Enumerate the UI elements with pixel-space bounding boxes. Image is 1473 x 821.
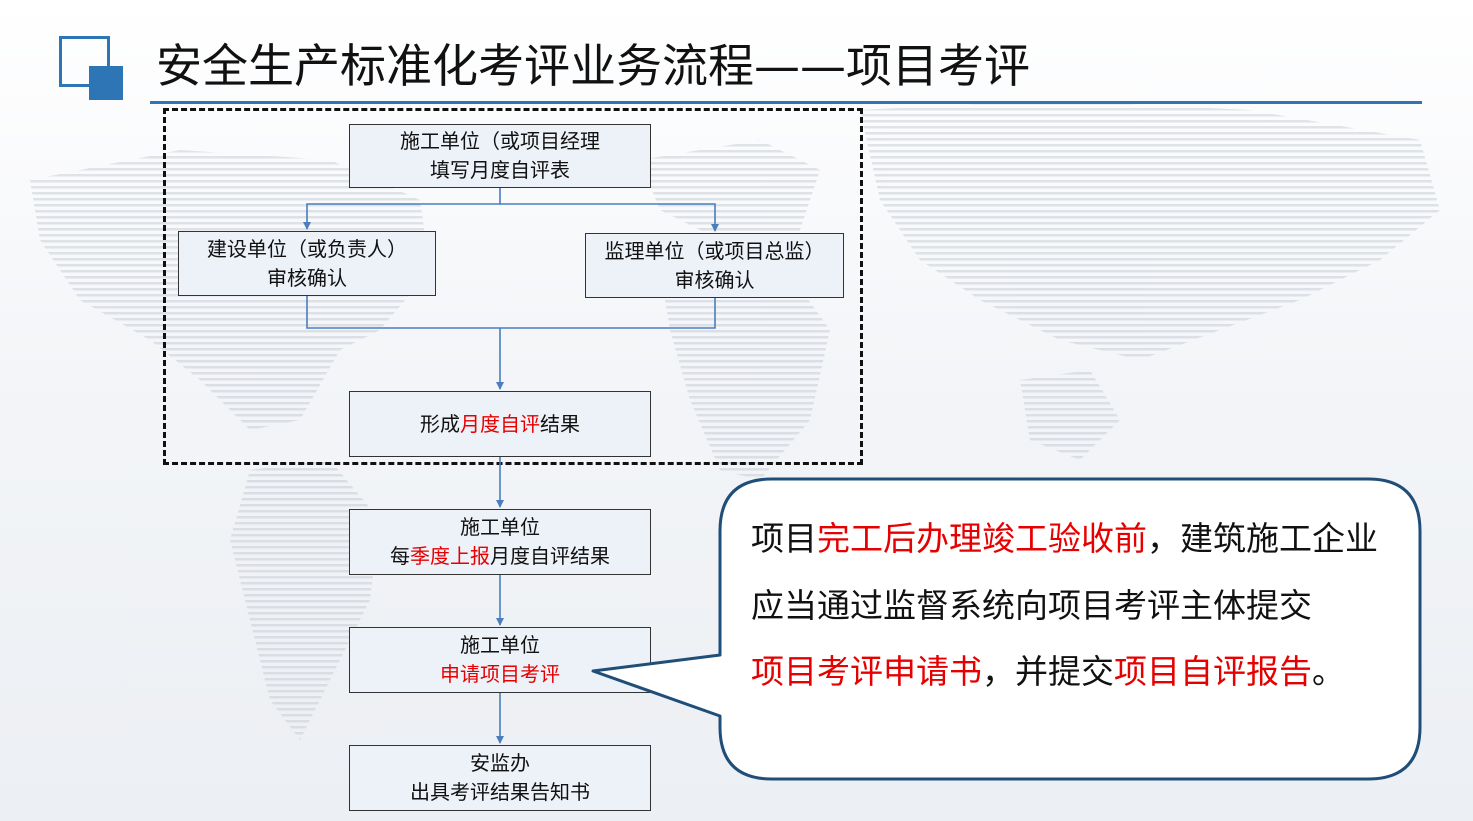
fill-form-line1: 施工单位（或项目经理 bbox=[400, 129, 600, 153]
supervisor-review-line1: 监理单位（或项目总监） bbox=[604, 238, 825, 263]
callout-s2: 完工后办理竣工验收前 bbox=[817, 519, 1147, 558]
issue-notice-line2: 出具考评结果告知书 bbox=[410, 780, 590, 804]
quarterly-report-box: 施工单位 每季度上报月度自评结果 bbox=[349, 509, 651, 575]
monthly-result-box: 形成月度自评结果 bbox=[349, 391, 651, 457]
fill-form-line2: 填写月度自评表 bbox=[430, 158, 570, 182]
callout-s4: 项目考评申请书 bbox=[751, 652, 982, 691]
callout-s7: 。 bbox=[1312, 652, 1345, 691]
issue-notice-line1: 安监办 bbox=[470, 751, 530, 775]
builder-review-line2: 审核确认 bbox=[267, 265, 347, 290]
monthly-self-review-group bbox=[163, 108, 863, 465]
monthly-result-highlight: 月度自评 bbox=[460, 411, 540, 436]
fill-monthly-form-box: 施工单位（或项目经理 填写月度自评表 bbox=[349, 124, 651, 188]
supervisor-review-line2: 审核确认 bbox=[674, 267, 755, 292]
page-title: 安全生产标准化考评业务流程——项目考评 bbox=[156, 39, 1030, 93]
quarterly-report-highlight: 季度上报 bbox=[410, 544, 490, 568]
quarterly-report-pre: 每 bbox=[390, 544, 410, 568]
quarterly-report-post: 月度自评结果 bbox=[490, 544, 610, 568]
monthly-result-post: 结果 bbox=[540, 411, 580, 436]
supervisor-review-box: 监理单位（或项目总监） 审核确认 bbox=[585, 233, 844, 298]
callout-s5: ，并提交 bbox=[982, 652, 1114, 691]
monthly-result-text: 形成月度自评结果 bbox=[420, 410, 580, 439]
builder-review-line1: 建设单位（或负责人） bbox=[207, 236, 407, 261]
title-square-icon bbox=[59, 36, 123, 100]
builder-review-box: 建设单位（或负责人） 审核确认 bbox=[178, 231, 436, 296]
quarterly-report-line1: 施工单位 bbox=[460, 515, 540, 539]
issue-notice-box: 安监办 出具考评结果告知书 bbox=[349, 745, 651, 811]
callout-s6: 项目自评报告 bbox=[1114, 652, 1312, 691]
quarterly-report-line2: 每季度上报月度自评结果 bbox=[390, 542, 610, 571]
monthly-result-pre: 形成 bbox=[420, 411, 460, 436]
callout-s3: ，建筑施工企业应当通过监督系统向项目考评主体提交 bbox=[751, 519, 1378, 625]
apply-review-line1: 施工单位 bbox=[460, 633, 540, 657]
apply-review-line2: 申请项目考评 bbox=[440, 662, 560, 686]
apply-review-box: 施工单位 申请项目考评 bbox=[349, 627, 651, 693]
callout-s1: 项目 bbox=[751, 519, 817, 558]
title-underline bbox=[150, 101, 1422, 104]
callout-text: 项目完工后办理竣工验收前，建筑施工企业应当通过监督系统向项目考评主体提交项目考评… bbox=[751, 506, 1391, 706]
